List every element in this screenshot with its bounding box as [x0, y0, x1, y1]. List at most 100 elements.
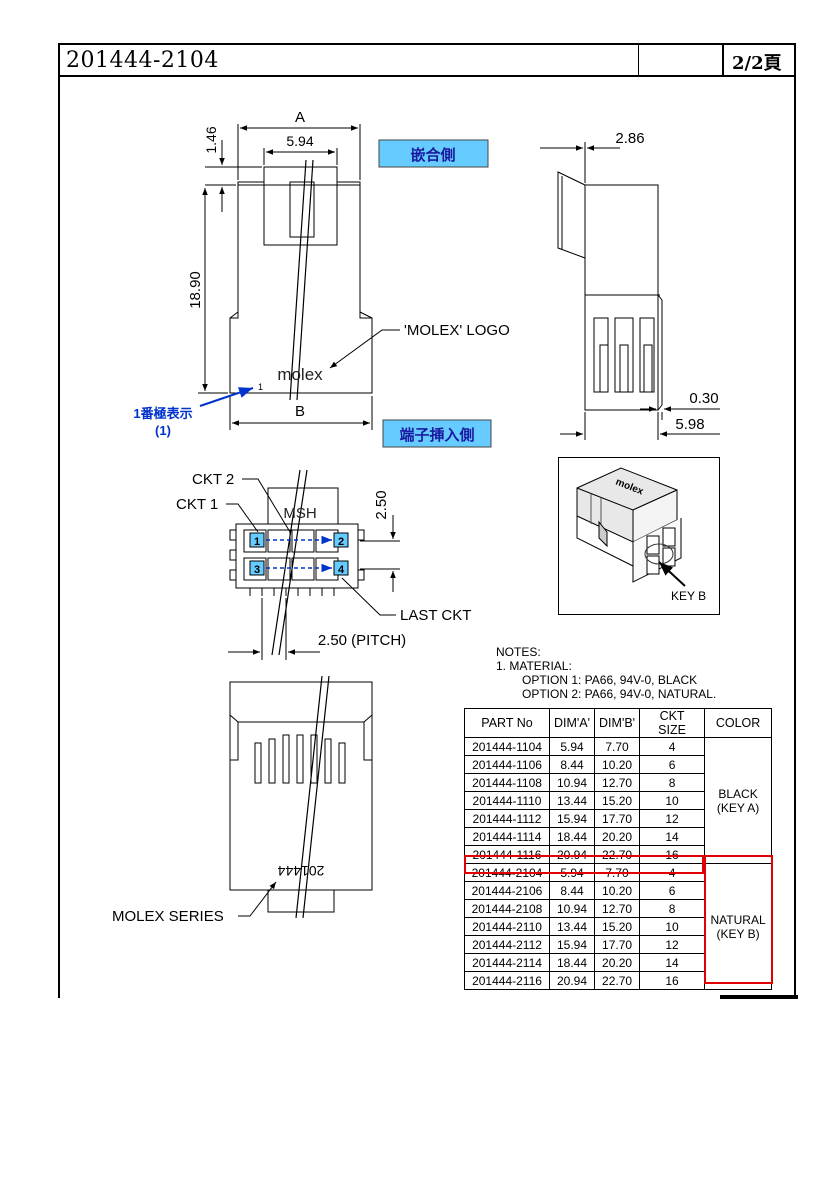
cell-dim-a: 8.44 — [548, 755, 596, 774]
dim-030-label: 0.30 — [689, 390, 718, 407]
cell-ckt-size: 10 — [639, 791, 706, 810]
pitch-label: 2.50 (PITCH) — [318, 632, 406, 649]
cell-dim-b: 17.70 — [594, 809, 641, 828]
cell-ckt-size: 6 — [639, 755, 706, 774]
logo-leader — [329, 329, 400, 369]
cell-dim-a: 20.94 — [548, 971, 596, 990]
cell-dim-b: 17.70 — [594, 935, 641, 954]
color-natural-l1: NATURAL — [710, 912, 766, 927]
cell-dim-a: 10.94 — [548, 899, 596, 918]
key-b-label: KEY B — [671, 589, 706, 603]
cell-ckt-size: 10 — [639, 917, 706, 936]
front-view — [229, 159, 373, 401]
header-ckt-size: CKT SIZE — [639, 708, 706, 738]
dim-146-label: 1.46 — [203, 126, 219, 153]
color-black-l2: (KEY A) — [716, 800, 760, 815]
notes-line3: OPTION 2: PA66, 94V-0, NATURAL. — [522, 687, 716, 701]
cell-2-label: 2 — [338, 536, 344, 548]
header-dim-a: DIM'A' — [548, 708, 596, 738]
end-view — [229, 469, 365, 656]
mating-side-label: 嵌合側 — [410, 146, 455, 164]
dimension-a — [198, 124, 373, 430]
cell-dim-a: 10.94 — [548, 773, 596, 792]
cell-part-no: 201444-2112 — [464, 935, 550, 954]
cell-dim-b: 7.70 — [594, 737, 641, 756]
title-divider — [638, 45, 639, 75]
cell-1-label: 1 — [254, 536, 260, 548]
molex-logo-label: 'MOLEX' LOGO — [404, 322, 510, 339]
ckt2-label: CKT 2 — [192, 471, 234, 488]
cell-part-no: 201444-1108 — [464, 773, 550, 792]
notes-heading: NOTES: — [496, 645, 541, 659]
cell-ckt-size: 12 — [639, 809, 706, 828]
header-color: COLOR — [704, 708, 773, 738]
cell-dim-a: 18.44 — [548, 827, 596, 846]
ckt2-leader — [242, 478, 291, 533]
dim-a-label: A — [295, 109, 305, 126]
connector-photo: molex KEY B — [558, 457, 720, 615]
cell-dim-b: 10.20 — [594, 755, 641, 774]
header-part-no: PART No — [464, 708, 550, 738]
color-black-l1: BLACK — [718, 786, 758, 801]
cell-part-no: 201444-2110 — [464, 917, 550, 936]
cell-dim-b: 15.20 — [594, 917, 641, 936]
cell-ckt-size: 6 — [639, 881, 706, 900]
cell-ckt-size: 8 — [639, 899, 706, 918]
pin1-mark-label: 1番極表示 — [133, 406, 192, 421]
selected-row-highlight — [464, 855, 704, 874]
dim-286-label: 2.86 — [615, 130, 644, 147]
pin1-paren-label: (1) — [155, 423, 171, 438]
ckt1-label: CKT 1 — [176, 496, 218, 513]
title-divider — [722, 45, 724, 75]
natural-color-highlight — [704, 855, 773, 984]
cell-4-label: 4 — [338, 564, 345, 576]
dim-1890-label: 18.90 — [187, 271, 204, 309]
cell-dim-b: 10.20 — [594, 881, 641, 900]
cell-part-no: 201444-1110 — [464, 791, 550, 810]
connector-photo-drawing: molex KEY B — [576, 467, 706, 603]
cell-dim-a: 13.44 — [548, 791, 596, 810]
color-natural-l2: (KEY B) — [716, 926, 760, 941]
cell-part-no: 201444-1104 — [464, 737, 550, 756]
cell-dim-b: 20.20 — [594, 827, 641, 846]
notes-line2: OPTION 1: PA66, 94V-0, BLACK — [522, 673, 697, 687]
dim-250-v-label: 2.50 — [373, 490, 390, 519]
table-header-row: PART No DIM'A' DIM'B' CKT SIZE COLOR — [464, 708, 773, 738]
cell-part-no: 201444-1114 — [464, 827, 550, 846]
cell-ckt-size: 4 — [639, 737, 706, 756]
bottom-view — [229, 675, 373, 919]
terminal-side-tag — [382, 419, 492, 448]
cell-dim-a: 13.44 — [548, 917, 596, 936]
cell-ckt-size: 14 — [639, 953, 706, 972]
pin1-arrow — [199, 387, 254, 407]
cell-part-no: 201444-2116 — [464, 971, 550, 990]
header-dim-b: DIM'B' — [594, 708, 641, 738]
cell-ckt-size: 16 — [639, 971, 706, 990]
cell-ckt-size: 14 — [639, 827, 706, 846]
cell-part-no: 201444-1116 — [464, 845, 550, 864]
dim-b-label: B — [295, 403, 305, 420]
cell-part-no: 201444-2114 — [464, 953, 550, 972]
cell-dim-a: 5.94 — [548, 737, 596, 756]
cell-dim-a: 18.44 — [548, 953, 596, 972]
terminal-side-label: 端子挿入側 — [399, 426, 474, 444]
cell-ckt-size: 8 — [639, 773, 706, 792]
pin1-small-mark: 1 — [258, 382, 263, 392]
cell-dim-b: 12.70 — [594, 899, 641, 918]
cell-part-no: 201444-1106 — [464, 755, 550, 774]
cell-dim-a: 15.94 — [548, 809, 596, 828]
cell-3-label: 3 — [254, 564, 260, 576]
notes-line1: 1. MATERIAL: — [496, 659, 572, 673]
cell-dim-b: 20.20 — [594, 953, 641, 972]
msh-label: MSH — [283, 505, 316, 522]
cell-dim-b: 12.70 — [594, 773, 641, 792]
cell-dim-b: 15.20 — [594, 791, 641, 810]
side-view — [557, 171, 663, 411]
side-dimensions — [540, 142, 720, 440]
